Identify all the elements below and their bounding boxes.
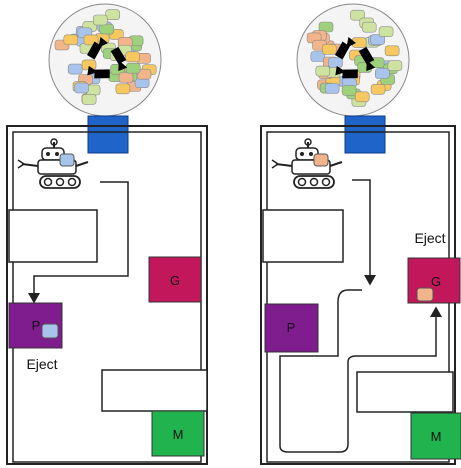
obstacle-upper [8, 209, 98, 263]
robot-icon [17, 138, 89, 189]
robot-path-route [279, 289, 442, 453]
eject-label: Eject [26, 356, 57, 372]
carried-item [313, 153, 329, 167]
ejected-item [41, 323, 59, 339]
intake-chute [344, 115, 386, 154]
eject-label: Eject [414, 230, 445, 246]
bin-p [8, 302, 63, 349]
pile-item [81, 94, 97, 105]
pile-item [125, 62, 141, 74]
pile-item [341, 85, 357, 96]
bin-p-label: P [287, 320, 296, 335]
intake-chute [87, 115, 129, 154]
pile-item [384, 45, 400, 57]
bin-g [148, 256, 202, 303]
pile-item [387, 60, 403, 72]
outer-wall [6, 125, 208, 465]
pile-item [321, 43, 337, 55]
pile-item [328, 57, 343, 68]
pile-item [93, 14, 108, 26]
bin-p-label: P [32, 318, 41, 333]
robot-path-descent [352, 179, 376, 286]
robot-icon [271, 138, 343, 189]
obstacle-upper [262, 209, 344, 263]
pile-item [67, 63, 83, 75]
bin-m [410, 412, 461, 460]
pile-item [361, 21, 377, 33]
pile-item [115, 83, 131, 95]
pile-item [118, 72, 134, 83]
bin-g-label: G [170, 273, 180, 288]
pile-item [63, 34, 79, 46]
bin-m-label: M [431, 429, 442, 444]
pile-item [99, 23, 114, 35]
bin-p [264, 303, 319, 353]
pile-item [74, 82, 89, 94]
robot-path [28, 181, 129, 304]
obstacle-lower [356, 371, 454, 413]
pile-item [310, 51, 326, 62]
pile-item [324, 83, 340, 94]
bin-m [151, 410, 205, 457]
pile-item [125, 51, 140, 63]
pile-item [350, 9, 365, 21]
pile-item [105, 9, 120, 20]
bin-g-label: G [431, 274, 441, 289]
pile-item [370, 34, 386, 45]
ejected-item [416, 287, 434, 302]
pile-item [354, 91, 370, 103]
pile-item [315, 65, 331, 77]
obstacle-lower [101, 369, 208, 412]
right-panel: P Eject G M [260, 3, 461, 465]
carried-item [59, 153, 75, 167]
bin-m-label: M [173, 427, 184, 442]
item-pile [296, 3, 410, 117]
pile-item [370, 84, 386, 95]
pile-item [378, 26, 394, 38]
left-panel: P Eject G M [6, 3, 208, 465]
item-pile [48, 3, 162, 117]
pile-item [374, 68, 390, 79]
